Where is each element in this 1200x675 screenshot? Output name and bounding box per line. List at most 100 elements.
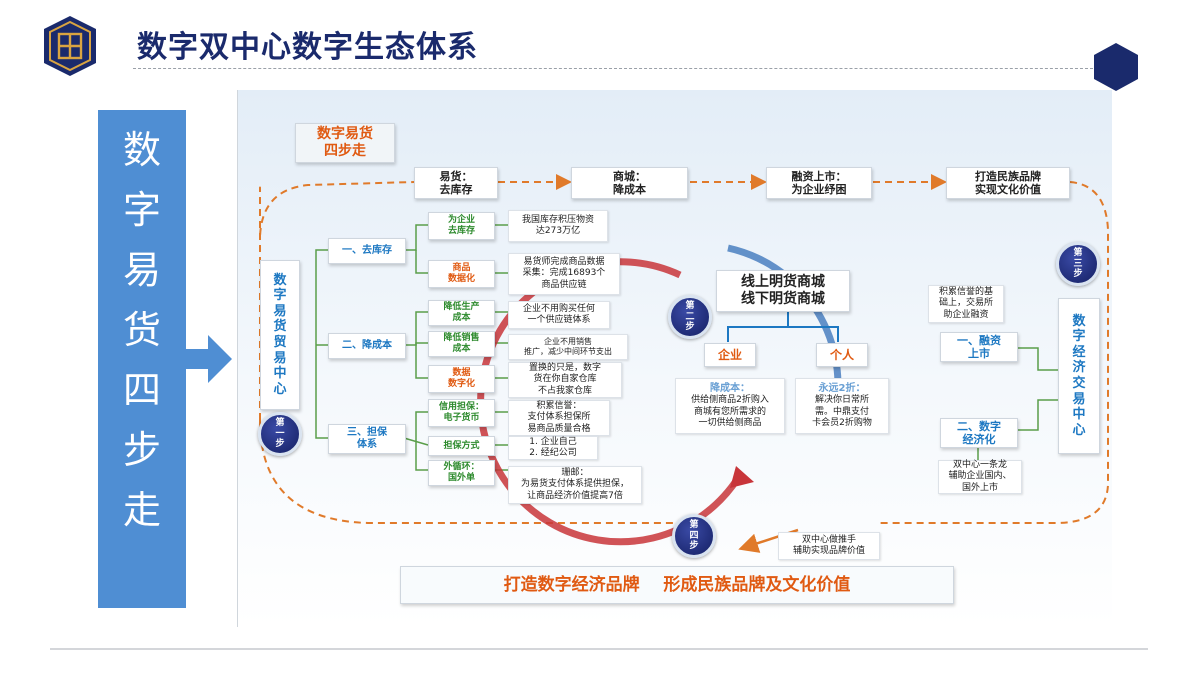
sub-item-2: 商品 数据化 <box>428 260 495 288</box>
bottom-note: 双中心做推手 辅助实现品牌价值 <box>778 532 880 560</box>
sub-item-8: 外循环： 国外单 <box>428 460 495 486</box>
sub-item-5-text: 数据 数字化 <box>447 368 475 389</box>
side-char: 字 <box>122 188 161 232</box>
center-individual-desc-title: 永远2折： <box>818 382 866 394</box>
step-4-text: 第 四 步 <box>689 520 699 552</box>
center-mall-box: 线上明货商城 线下明货商城 <box>716 270 850 312</box>
side-char: 数 <box>122 128 161 172</box>
center-enterprise: 企业 <box>704 343 756 367</box>
detail-1-text: 我国库存积压物资 达273万亿 <box>521 214 594 236</box>
center-individual-label: 个人 <box>829 347 854 362</box>
branch-1: 一、去库存 <box>328 238 406 264</box>
side-char: 走 <box>122 488 161 532</box>
detail-7: 1. 企业自己 2. 经纪公司 <box>508 436 598 460</box>
center-mall-title: 线上明货商城 线下明货商城 <box>741 274 825 307</box>
sub-item-8-text: 外循环： 国外单 <box>443 462 480 483</box>
step-4-badge: 第 四 步 <box>672 514 716 558</box>
flow-step-3-text: 融资上市： 为企业纾困 <box>791 169 847 196</box>
side-banner-text: 数 字 易 货 四 步 走 <box>98 120 186 540</box>
page-title: 数字双中心数字生态体系 <box>137 30 478 65</box>
detail-6: 积累信誉： 支付体系担保所 易商品质量合格 <box>508 400 610 436</box>
diagram-heading: 数字易货 四步走 <box>295 123 395 163</box>
right-item-1: 一、融资 上市 <box>940 332 1018 362</box>
center-enterprise-desc-text: 供给侧商品2折购入 商城有您所需求的 一切供给侧商品 <box>691 395 769 428</box>
center-enterprise-label: 企业 <box>717 347 742 362</box>
step-1-text: 第 一 步 <box>275 418 285 450</box>
side-char: 易 <box>122 248 161 292</box>
detail-2-text: 易货师完成商品数据 采集：完成16893个 商品供应链 <box>522 257 606 290</box>
detail-5-text: 置换的只是，数字 货在你自家仓库 不占我家仓库 <box>528 363 601 396</box>
detail-7-text: 1. 企业自己 2. 经纪公司 <box>529 436 577 458</box>
flow-step-4: 打造民族品牌 实现文化价值 <box>946 167 1070 199</box>
center-individual: 个人 <box>816 343 868 367</box>
side-char: 四 <box>122 368 161 412</box>
right-note-bottom-text: 双中心一条龙 辅助企业国内、 国外上市 <box>948 460 1012 493</box>
right-item-1-text: 一、融资 上市 <box>957 333 1001 360</box>
sub-item-4-text: 降低销售 成本 <box>443 333 480 354</box>
branch-3: 三、担保 体系 <box>328 424 406 454</box>
sub-item-4: 降低销售 成本 <box>428 331 495 357</box>
sub-item-1-text: 为企业 去库存 <box>447 215 475 236</box>
flow-step-1: 易货： 去库存 <box>414 167 498 199</box>
branch-2: 二、降成本 <box>328 333 406 359</box>
right-vertical-box: 数 字 经 济 交 易 中 心 <box>1058 298 1100 454</box>
detail-3: 企业不用购买任何 一个供应链体系 <box>508 301 610 329</box>
sub-item-7: 担保方式 <box>428 436 495 456</box>
diagram-heading-text: 数字易货 四步走 <box>317 126 373 159</box>
right-note-top-text: 积累信誉的基 础上，交易所 助企业融资 <box>938 287 993 320</box>
detail-4-text: 企业不用销售 推广，减少中间环节支出 <box>524 337 612 356</box>
right-item-2-text: 二、数字 经济化 <box>957 419 1001 446</box>
right-vertical-label: 数 字 经 济 交 易 中 心 <box>1072 313 1086 438</box>
left-vertical-box: 数 字 易 货 贸 易 中 心 <box>260 260 300 410</box>
branch-3-text: 三、担保 体系 <box>347 427 387 450</box>
flow-step-1-text: 易货： 去库存 <box>439 169 473 196</box>
step-3-text: 第 三 步 <box>1073 248 1083 280</box>
center-enterprise-desc: 降成本： 供给侧商品2折购入 商城有您所需求的 一切供给侧商品 <box>675 378 785 434</box>
side-char: 步 <box>122 428 161 472</box>
detail-8-text: 珊邮： 为易货支付体系提供担保， 让商品经济价值提高7倍 <box>520 468 629 501</box>
bottom-banner: 打造数字经济品牌 形成民族品牌及文化价值 <box>400 566 954 604</box>
right-note-bottom: 双中心一条龙 辅助企业国内、 国外上市 <box>938 460 1022 494</box>
flow-step-3: 融资上市： 为企业纾困 <box>766 167 872 199</box>
sub-item-1: 为企业 去库存 <box>428 212 495 240</box>
right-item-2: 二、数字 经济化 <box>940 418 1018 448</box>
branch-1-text: 一、去库存 <box>342 245 392 256</box>
sub-item-3-text: 降低生产 成本 <box>443 302 480 323</box>
center-individual-desc-text: 解决你日常所 需。中鼎支付 卡会员2折购物 <box>812 395 872 428</box>
sub-item-3: 降低生产 成本 <box>428 300 495 326</box>
title-divider <box>133 68 1093 69</box>
sub-item-6: 信用担保： 电子货币 <box>428 399 495 427</box>
step-1-badge: 第 一 步 <box>258 412 302 456</box>
step-3-badge: 第 三 步 <box>1056 242 1100 286</box>
right-note-top: 积累信誉的基 础上，交易所 助企业融资 <box>928 285 1004 323</box>
diagram-panel: 数字易货 四步走 易货： 去库存 商城： 降成本 融资上市： 为企业纾困 打造民… <box>237 90 1112 627</box>
branch-2-text: 二、降成本 <box>342 340 392 351</box>
flow-step-4-text: 打造民族品牌 实现文化价值 <box>975 169 1041 196</box>
detail-4: 企业不用销售 推广，减少中间环节支出 <box>508 334 628 360</box>
hexagon-icon <box>1094 43 1138 91</box>
bottom-note-text: 双中心做推手 辅助实现品牌价值 <box>792 534 865 556</box>
center-individual-desc: 永远2折： 解决你日常所 需。中鼎支付 卡会员2折购物 <box>795 378 889 434</box>
detail-1: 我国库存积压物资 达273万亿 <box>508 210 608 242</box>
side-banner <box>98 110 186 608</box>
detail-6-text: 积累信誉： 支付体系担保所 易商品质量合格 <box>527 401 591 434</box>
step-2-badge: 第 二 步 <box>668 295 712 339</box>
sub-item-6-text: 信用担保： 电子货币 <box>438 402 484 423</box>
detail-8: 珊邮： 为易货支付体系提供担保， 让商品经济价值提高7倍 <box>508 466 642 504</box>
step-2-text: 第 二 步 <box>685 301 695 333</box>
right-arrow-icon <box>186 335 232 383</box>
detail-3-text: 企业不用购买任何 一个供应链体系 <box>522 303 595 325</box>
sub-item-5: 数据 数字化 <box>428 365 495 393</box>
sub-item-7-text: 担保方式 <box>443 440 480 451</box>
detail-5: 置换的只是，数字 货在你自家仓库 不占我家仓库 <box>508 362 622 398</box>
side-char: 货 <box>122 308 161 352</box>
center-enterprise-desc-title: 降成本： <box>710 382 750 394</box>
shield-grid-icon <box>44 16 96 76</box>
detail-2: 易货师完成商品数据 采集：完成16893个 商品供应链 <box>508 253 620 295</box>
left-vertical-text: 数 字 易 货 贸 易 中 心 <box>273 272 287 397</box>
flow-step-2-text: 商城： 降成本 <box>613 169 646 196</box>
flow-step-2: 商城： 降成本 <box>571 167 688 199</box>
sub-item-2-text: 商品 数据化 <box>447 263 475 284</box>
bottom-divider <box>50 648 1148 650</box>
bottom-banner-text: 打造数字经济品牌 形成民族品牌及文化价值 <box>503 574 851 595</box>
